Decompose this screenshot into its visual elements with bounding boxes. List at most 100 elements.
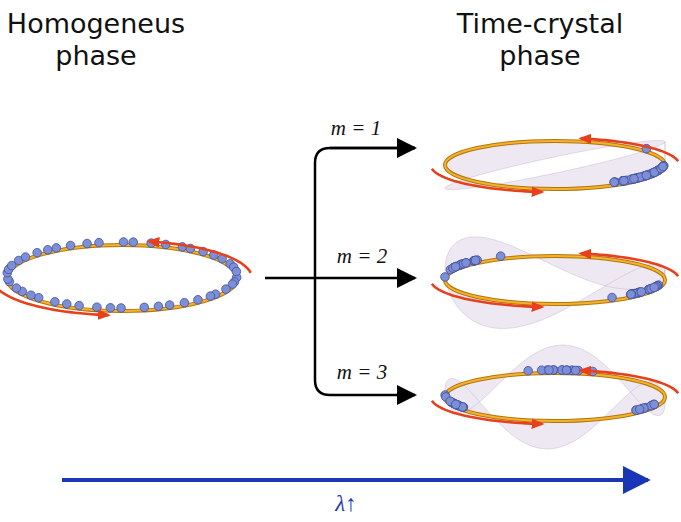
particle — [659, 162, 668, 171]
arrow-line — [265, 277, 315, 280]
particle — [117, 304, 126, 313]
particle — [441, 273, 450, 282]
particle — [659, 162, 668, 171]
particle — [75, 301, 84, 310]
particle — [642, 171, 651, 180]
particle — [524, 366, 533, 375]
rotation-arrow — [581, 370, 678, 393]
rings — [7, 141, 665, 421]
particle — [627, 290, 636, 299]
particle — [462, 259, 471, 268]
particle — [630, 174, 639, 183]
particle — [650, 400, 659, 409]
rotation-arrows — [0, 138, 678, 423]
particle — [658, 163, 667, 172]
particle — [620, 176, 629, 185]
mode-label: m = 1 — [311, 116, 401, 141]
particle — [452, 400, 461, 409]
particle — [471, 256, 480, 265]
rotation-arrow — [149, 242, 251, 273]
particle — [33, 248, 42, 257]
particle — [571, 366, 580, 375]
particle — [93, 303, 102, 312]
particle — [608, 293, 617, 302]
particle — [659, 161, 668, 170]
particle — [627, 290, 636, 299]
particle — [545, 366, 554, 375]
ring — [445, 373, 665, 421]
particle — [630, 174, 639, 183]
particle — [12, 284, 21, 293]
particle — [610, 178, 619, 187]
particle — [140, 303, 149, 312]
phase-title: Homogeneus phase — [6, 8, 186, 73]
particle — [650, 400, 659, 409]
mode-label: m = 2 — [317, 244, 407, 269]
particle — [106, 304, 115, 313]
particle — [194, 295, 203, 304]
particle — [562, 366, 571, 375]
ring — [445, 256, 665, 304]
particle — [563, 366, 572, 375]
rotation-arrow — [432, 401, 542, 424]
particle — [451, 400, 460, 409]
particle — [206, 292, 215, 301]
density-band — [445, 237, 665, 329]
particle — [52, 244, 61, 253]
ring — [445, 373, 665, 421]
ring — [445, 141, 665, 189]
rotation-arrow — [581, 253, 678, 276]
particle — [630, 174, 639, 183]
particle — [626, 290, 635, 299]
particle — [165, 301, 174, 310]
particle — [650, 283, 659, 292]
particle — [451, 262, 460, 271]
particle — [21, 253, 30, 262]
particle — [619, 177, 628, 186]
particle — [62, 300, 71, 309]
particle — [635, 405, 644, 414]
rotation-arrow — [581, 138, 678, 161]
particle — [637, 288, 646, 297]
arrow-line — [315, 277, 415, 280]
density-band — [445, 345, 665, 449]
arrow-line — [330, 147, 415, 150]
particle — [222, 285, 231, 294]
particle — [83, 239, 92, 248]
ring — [445, 141, 665, 189]
particle — [66, 241, 75, 250]
particle — [658, 163, 667, 172]
parameter-axis — [62, 478, 648, 482]
ring — [445, 256, 665, 304]
particle — [628, 290, 637, 299]
particle — [462, 259, 471, 268]
particles — [3, 144, 668, 414]
rotation-arrow — [432, 169, 542, 192]
density-band — [445, 140, 665, 189]
particle — [232, 267, 241, 276]
ring — [7, 245, 237, 311]
mode-label: m = 3 — [317, 360, 407, 385]
particle — [659, 162, 668, 171]
particle — [496, 252, 505, 261]
particle — [180, 298, 189, 307]
ring — [7, 245, 237, 311]
particle — [129, 238, 138, 247]
particle — [642, 171, 651, 180]
particle — [43, 245, 52, 254]
particle — [610, 178, 619, 187]
particle — [119, 238, 128, 247]
rotation-arrow — [0, 283, 108, 315]
particle — [51, 297, 60, 306]
rotation-arrow — [432, 284, 542, 307]
branch-arrows — [265, 148, 415, 395]
particle — [627, 290, 636, 299]
particle — [619, 176, 628, 185]
parameter-label: λ↑ — [306, 490, 386, 518]
particle — [154, 302, 163, 311]
particle — [95, 238, 104, 247]
phase-title: Time-crystal phase — [430, 8, 650, 73]
arrow-line — [315, 148, 415, 395]
particle — [27, 291, 36, 300]
particle — [658, 163, 667, 172]
